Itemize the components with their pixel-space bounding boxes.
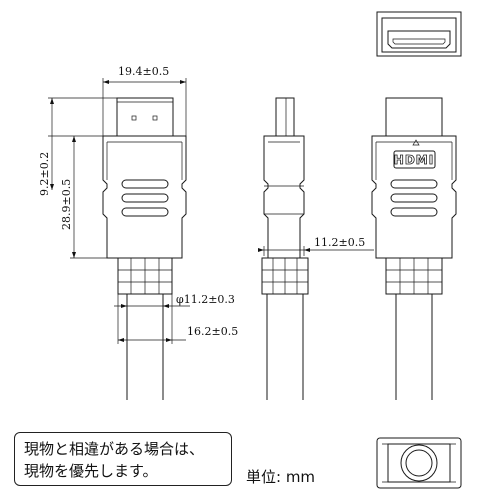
front-cable (126, 294, 164, 400)
dim-head-height: 9.2±0.2 (38, 152, 51, 196)
grip-slot-1 (121, 179, 169, 189)
dim-top-width: 19.4±0.5 (118, 65, 169, 78)
hdmi-logo-frame (393, 150, 436, 169)
front-view (102, 97, 187, 400)
plug-hole-right (152, 115, 158, 121)
unit-label: 単位: mm (246, 468, 316, 486)
plug-face-socket (387, 30, 451, 49)
side-dimensions: 11.2±0.5 (258, 236, 374, 256)
plug-face-view (376, 11, 462, 57)
hdmi-logo: HDMI (394, 153, 434, 167)
plug-face-inner (381, 17, 457, 53)
front-housing (102, 135, 187, 259)
plug-hole-left (131, 115, 137, 121)
back-metal-plug (385, 97, 443, 137)
back-cable (395, 294, 433, 400)
back-grip-slot-1 (390, 179, 438, 189)
back-grip-slot-3 (390, 207, 438, 217)
side-view (261, 97, 309, 400)
cable-end-outer (376, 437, 462, 489)
cable-end-view (376, 437, 462, 489)
dim-side-thickness: 11.2±0.5 (314, 236, 365, 249)
side-housing (263, 135, 305, 259)
notice-line-2: 現物を優先します。 (24, 462, 158, 480)
front-metal-plug (116, 97, 174, 137)
dim-body-height: 28.9±0.5 (60, 179, 73, 230)
back-housing (371, 135, 457, 259)
plug-face-outer (376, 11, 462, 57)
dim-collar-width: 16.2±0.5 (187, 325, 238, 338)
cable-end-outer-ring (400, 444, 438, 482)
front-dimensions: 19.4±0.5 9.2±0.2 28.9±0.5 φ11.2±0.3 16.2… (38, 65, 238, 344)
notice-line-1: 現物と相違がある場合は、 (24, 440, 205, 458)
dim-cable-diameter: φ11.2±0.3 (176, 293, 235, 306)
triangle-mark-icon (412, 139, 420, 146)
side-cable (266, 294, 304, 400)
grip-slot-3 (121, 207, 169, 217)
back-grip-slot-2 (390, 193, 438, 203)
side-metal-plug (275, 97, 295, 137)
cable-end-collar (387, 443, 451, 483)
grip-slot-2 (121, 193, 169, 203)
back-view: HDMI (371, 97, 457, 400)
cable-end-inner-ring (405, 449, 433, 477)
notice-box: 現物と相違がある場合は、 現物を優先します。 (14, 432, 232, 486)
